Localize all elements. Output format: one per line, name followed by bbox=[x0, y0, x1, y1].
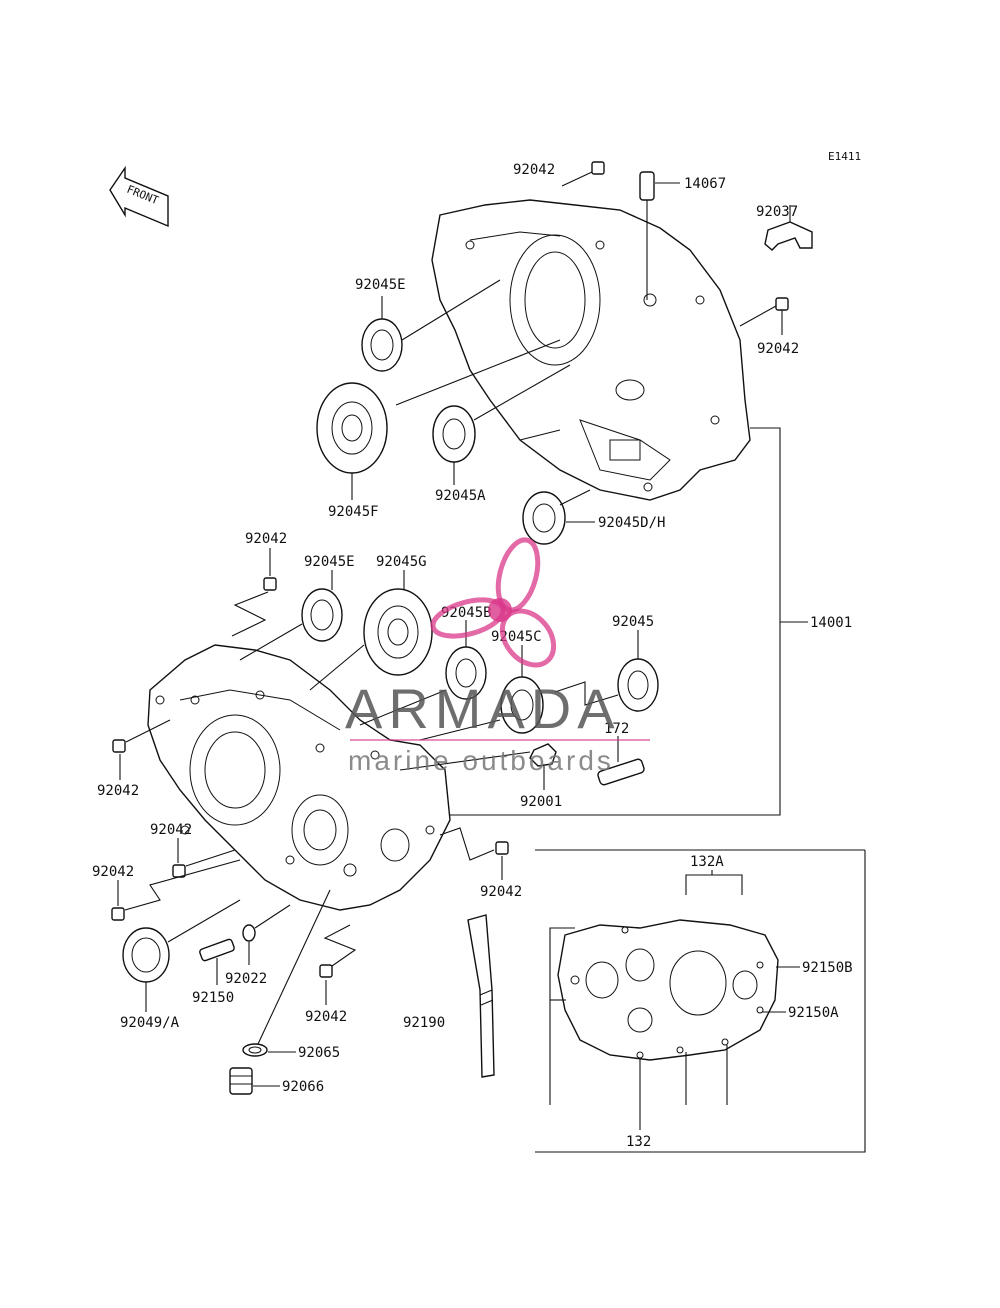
bearing-92045E-mid bbox=[239, 570, 343, 661]
label-92045E-mid: 92045E bbox=[304, 554, 355, 570]
right-crankcase-half bbox=[431, 199, 751, 501]
plug-92001 bbox=[399, 743, 557, 790]
label-92042-top: 92042 bbox=[513, 162, 555, 178]
label-92045A: 92045A bbox=[435, 488, 486, 504]
bearing-92045E-top bbox=[361, 279, 501, 372]
label-14067: 14067 bbox=[684, 176, 726, 192]
label-92037: 92037 bbox=[756, 204, 798, 220]
label-14001: 14001 bbox=[810, 615, 852, 631]
dowel-pin-92042-left1 bbox=[112, 719, 171, 780]
bearing-92045C bbox=[419, 645, 544, 741]
stud-14067 bbox=[639, 171, 680, 300]
label-92042-mid: 92042 bbox=[245, 531, 287, 547]
dowel-pin-92042-top bbox=[561, 161, 605, 187]
label-132: 132 bbox=[626, 1134, 651, 1150]
dowel-pin-92042-mid bbox=[231, 548, 277, 637]
front-arrow-icon: FRONT bbox=[109, 165, 169, 228]
dowel-pin-92042-c1 bbox=[439, 827, 509, 880]
label-92150B: 92150B bbox=[802, 960, 853, 976]
washer-92022 bbox=[242, 904, 291, 965]
label-172: 172 bbox=[604, 721, 629, 737]
oil-seal-92049A bbox=[122, 899, 241, 1012]
label-92045F: 92045F bbox=[328, 504, 379, 520]
propeller-logo-icon bbox=[430, 537, 557, 668]
label-92042-left1: 92042 bbox=[97, 783, 139, 799]
label-92066: 92066 bbox=[282, 1079, 324, 1095]
label-92042-c2: 92042 bbox=[305, 1009, 347, 1025]
bearing-92045A bbox=[432, 364, 571, 485]
watermark-brand: ARMADA bbox=[345, 677, 621, 740]
label-92042-left2: 92042 bbox=[150, 822, 192, 838]
label-92045E-top: 92045E bbox=[355, 277, 406, 293]
label-92042-c1: 92042 bbox=[480, 884, 522, 900]
dowel-pin-92042-left2 bbox=[172, 838, 236, 878]
label-92190: 92190 bbox=[403, 1015, 445, 1031]
breather-hose-92190 bbox=[467, 914, 495, 1078]
left-crankcase-half bbox=[147, 644, 451, 911]
bearing-92045G bbox=[309, 570, 433, 691]
label-92001: 92001 bbox=[520, 794, 562, 810]
label-92045B: 92045B bbox=[441, 605, 492, 621]
label-92022: 92022 bbox=[225, 971, 267, 987]
bearing-92045B bbox=[359, 620, 487, 726]
bearing-92045 bbox=[554, 630, 659, 712]
bearing-92045F bbox=[316, 339, 561, 500]
label-132A: 132A bbox=[690, 854, 724, 870]
label-92065: 92065 bbox=[298, 1045, 340, 1061]
label-92045: 92045 bbox=[612, 614, 654, 630]
label-92150: 92150 bbox=[192, 990, 234, 1006]
fitting-92150 bbox=[199, 938, 235, 985]
armada-watermark: ARMADA marine outboards bbox=[345, 537, 650, 776]
label-92049A: 92049/A bbox=[120, 1015, 180, 1031]
label-92045C: 92045C bbox=[491, 629, 542, 645]
dowel-pin-92042-c2 bbox=[319, 924, 357, 1005]
diagram-code: E1411 bbox=[828, 150, 861, 163]
drain-bolt-92066 bbox=[229, 1067, 280, 1095]
crankcase-assembly-inset bbox=[535, 849, 866, 1153]
bearing-92045D-H bbox=[519, 429, 595, 545]
label-92042-right: 92042 bbox=[757, 341, 799, 357]
label-92150A: 92150A bbox=[788, 1005, 839, 1021]
washer-92065 bbox=[242, 889, 331, 1057]
label-92045G: 92045G bbox=[376, 554, 427, 570]
bracket-line-14001 bbox=[420, 427, 808, 816]
label-92042-left3: 92042 bbox=[92, 864, 134, 880]
label-92045DH: 92045D/H bbox=[598, 515, 665, 531]
watermark-tagline: marine outboards bbox=[348, 745, 614, 776]
bracket-92037 bbox=[764, 205, 813, 251]
dowel-pin-92042-right bbox=[739, 297, 789, 335]
dowel-pin-92042-left3 bbox=[111, 859, 241, 921]
